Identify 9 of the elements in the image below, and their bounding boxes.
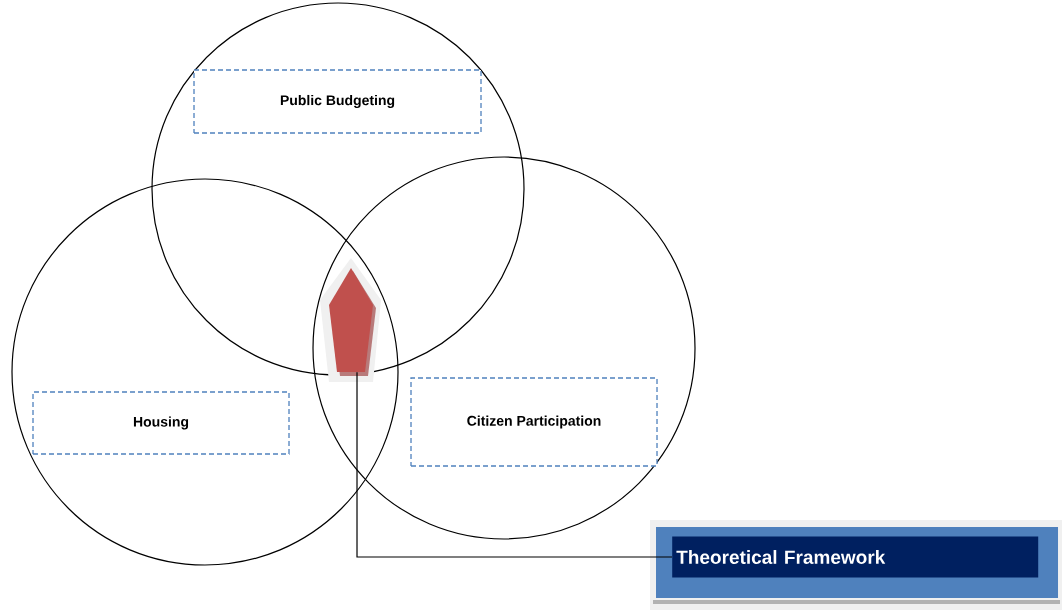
pentagon-marker xyxy=(320,258,381,382)
venn-circle xyxy=(11,178,399,566)
title-box: Theoretical Framework xyxy=(650,520,1062,610)
venn-circle xyxy=(151,2,525,376)
leader-line xyxy=(356,371,673,558)
venn-circle xyxy=(312,156,696,540)
dashed-box: Housing xyxy=(32,391,290,455)
dashed-box: Citizen Participation xyxy=(410,377,658,467)
dashed-box: Public Budgeting xyxy=(193,69,482,134)
